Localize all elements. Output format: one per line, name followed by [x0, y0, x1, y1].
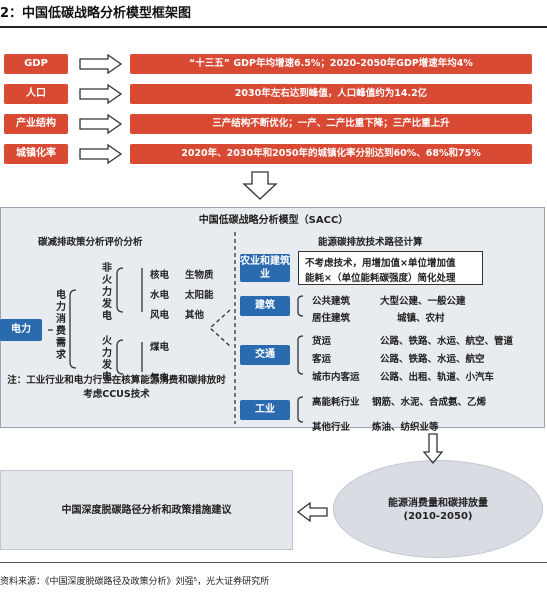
agri-method-line-2: 能耗×（单位能耗碳强度）简化处理 [305, 273, 456, 284]
figure-title: 2：中国低碳战略分析模型框架图 [0, 6, 192, 21]
energy-emission-text: 能源消费量和碳排放量 (2010-2050) [333, 497, 543, 523]
hydro-power: 水电 [150, 290, 170, 301]
industry-structure-arrow [79, 113, 123, 135]
population-arrow [79, 83, 123, 105]
fossil-bracket [116, 339, 124, 375]
left-section-title: 碳减排政策分析评价分析 [38, 237, 143, 248]
other-industry: 其他行业 [312, 422, 351, 433]
freight-detail: 公路、铁路、水运、航空、管道 [380, 336, 514, 347]
nuclear-power: 核电 [150, 270, 170, 281]
agri-method-line-1: 不考虑技术，用增加值×单位增加值 [305, 258, 456, 269]
transport-bracket [297, 335, 304, 375]
biomass: 生物质 [185, 270, 214, 281]
urbanization-arrow [79, 143, 123, 165]
industry-box: 工业 [240, 400, 290, 420]
nonfossil-bracket [116, 267, 124, 313]
fossil-label: 火力发电 [102, 336, 112, 383]
population-label: 人口 [4, 84, 68, 104]
wind-power: 风电 [150, 310, 170, 321]
agriculture-construction-box: 农业和建筑业 [240, 254, 290, 282]
source-rule [0, 562, 547, 563]
source-note: 资料来源：《中国深度脱碳路径及政策分析》刘强⁵，光大证券研究所 [0, 577, 270, 587]
agriculture-method-box [298, 251, 483, 285]
policy-recommendation-box: 中国深度脱碳路径分析和政策措施建议 [0, 470, 293, 550]
building-bracket [297, 295, 304, 317]
right-section-title: 能源碳排放技术路径计算 [318, 237, 423, 248]
gdp-label: GDP [4, 54, 68, 74]
industry-structure-text: 三产结构不断优化；一产、二产比重下降；三产比重上升 [130, 114, 532, 134]
power-box: 电力 [0, 319, 42, 341]
title-rule [0, 26, 547, 28]
high-energy-industry: 高能耗行业 [312, 397, 360, 408]
transport-box: 交通 [240, 345, 290, 365]
gdp-arrow [79, 53, 123, 75]
urban-passenger: 城市内客运 [312, 372, 360, 383]
other-industry-detail: 炼油、纺织业等 [372, 422, 439, 433]
down-arrow-to-energy [422, 433, 444, 465]
solar: 太阳能 [185, 290, 214, 301]
down-arrow-to-sacc [242, 171, 278, 200]
high-energy-industry-detail: 钢筋、水泥、合成氨、乙烯 [372, 397, 487, 408]
left-arrow-to-policy [296, 501, 328, 523]
urban-passenger-detail: 公路、出租、轨道、小汽车 [380, 372, 495, 383]
coal-power: 煤电 [150, 342, 170, 353]
sacc-title: 中国低碳战略分析模型（SACC） [198, 215, 349, 226]
public-building: 公共建筑 [312, 296, 351, 307]
urbanization-label: 城镇化率 [4, 144, 68, 164]
freight: 货运 [312, 336, 332, 347]
industry-bracket [297, 396, 304, 423]
ccus-note: 注：工业行业和电力行业在核算能源消费和碳排放时考虑CCUS技术 [7, 375, 226, 400]
public-building-detail: 大型公建、一般公建 [380, 296, 466, 307]
nonfossil-label: 非火力发电 [102, 263, 112, 322]
industry-structure-label: 产业结构 [4, 114, 68, 134]
urbanization-text: 2020年、2030年和2050年的城镇化率分别达到60%、68%和75% [130, 144, 532, 164]
energy-emission-line-1: 能源消费量和碳排放量 [388, 498, 488, 509]
sacc-panel [0, 207, 545, 428]
demand-bracket [69, 289, 77, 369]
other-power: 其他 [185, 310, 205, 321]
energy-emission-line-2: (2010-2050) [403, 511, 473, 522]
gas-power: 气电 [150, 373, 170, 384]
passenger-detail: 公路、铁路、水运、航空 [380, 354, 485, 365]
population-text: 2030年左右达到峰值，人口峰值约为14.2亿 [130, 84, 532, 104]
residential-building: 居住建筑 [312, 313, 351, 324]
dashed-link [209, 309, 231, 347]
passenger: 客运 [312, 354, 332, 365]
residential-building-detail: 城镇、农村 [397, 313, 445, 324]
building-box: 建筑 [240, 296, 290, 316]
power-demand-label: 电力消费需求 [56, 290, 66, 361]
energy-emission-ellipse [333, 460, 543, 558]
gdp-text: “十三五” GDP年均增速6.5%；2020-2050年GDP增速年均4% [130, 54, 532, 74]
